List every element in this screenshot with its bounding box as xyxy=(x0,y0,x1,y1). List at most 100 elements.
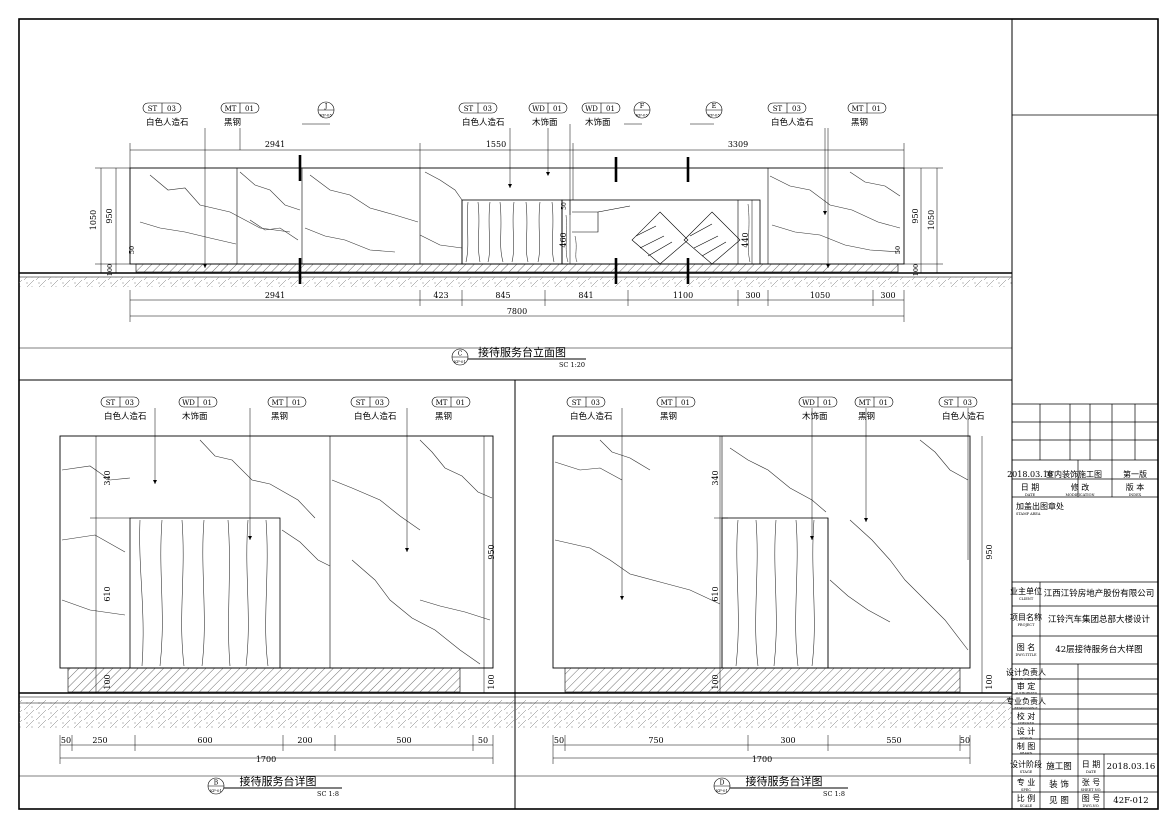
tb-date-value: 2018.03.16 xyxy=(1107,762,1156,772)
dimension-top: 2941 xyxy=(265,140,285,149)
rev-header-desc-en: MODIFICATION xyxy=(1065,493,1094,497)
tb-dwgno-label: 图 号 xyxy=(1082,794,1101,803)
elevation-counter-outline xyxy=(129,167,905,265)
sheet-border xyxy=(18,18,1159,810)
material-label: 黑钢 xyxy=(851,117,868,128)
dimension-height: 950 xyxy=(105,208,114,223)
rev-header-desc: 修 改 xyxy=(1071,482,1090,492)
material-label: 白色人造石 xyxy=(570,411,613,422)
view-title: 接待服务台详图 xyxy=(746,774,823,788)
tb-discipline-value: 装 饰 xyxy=(1049,779,1069,790)
rev-header-date-en: DATE xyxy=(1025,493,1035,497)
tb-role-label-en: RESPONSIBLE xyxy=(1014,706,1037,710)
material-code: WD xyxy=(802,399,815,407)
view-ref-sheet: KF-01 xyxy=(454,359,466,364)
view-title: 接待服务台立面图 xyxy=(478,345,566,359)
dimension-height: 950 xyxy=(911,208,920,223)
dimension-bottom: 600 xyxy=(197,736,212,745)
dimension-bottom: 50 xyxy=(960,736,970,745)
tb-field-label: 业主单位 xyxy=(1010,586,1042,596)
dimension-inner: 460 xyxy=(559,232,568,247)
detail-d-floor xyxy=(515,700,1012,728)
tb-discipline-label-en: SPEC xyxy=(1021,788,1031,792)
section-ref-num: KF-05 xyxy=(320,113,332,118)
material-code: MT xyxy=(225,105,237,113)
dimension-total: 1700 xyxy=(752,755,772,764)
section-ref-num: KF-05 xyxy=(636,113,648,118)
material-label: 木饰面 xyxy=(802,411,828,422)
detail-b-wood-panel xyxy=(129,517,281,669)
dimension-bottom: 750 xyxy=(648,736,663,745)
tb-field-label-en: CLIENT xyxy=(1019,597,1034,601)
material-tag: MT 01 黑钢 xyxy=(220,102,260,128)
material-code: MT xyxy=(272,399,284,407)
section-ref-num: KF-05 xyxy=(708,113,720,118)
dimension-height: 100 xyxy=(711,674,720,689)
dimension-inner: 50 xyxy=(561,202,568,210)
material-num: 03 xyxy=(483,105,492,113)
tb-role-label-en: DRAWN xyxy=(1020,751,1033,755)
view-scale: SC 1:8 xyxy=(317,790,339,798)
tb-role-label-en: CHECKED xyxy=(1018,721,1035,725)
stamp-area-label-en: STAMP AREA xyxy=(1016,512,1041,516)
material-num: 01 xyxy=(245,105,254,113)
dimension-height: 50 xyxy=(128,246,136,254)
tb-sheet-label: 张 号 xyxy=(1082,778,1101,787)
material-num: 03 xyxy=(591,399,600,407)
view-ref-sheet: KF-01 xyxy=(210,788,222,793)
material-tag: JKF-05 xyxy=(317,101,335,119)
material-label: 黑钢 xyxy=(224,117,241,128)
view-scale: SC 1:20 xyxy=(559,361,585,369)
dimension-bottom: 300 xyxy=(780,736,795,745)
material-num: 03 xyxy=(167,105,176,113)
dimension-height: 1050 xyxy=(89,210,98,230)
elevation-steel-frame xyxy=(561,199,761,265)
material-num: 03 xyxy=(963,399,972,407)
dimension-bottom: 550 xyxy=(886,736,901,745)
dimension-height: 100 xyxy=(985,674,994,689)
dimension-height: 1050 xyxy=(927,210,936,230)
detail-d-view xyxy=(515,408,1012,764)
elevation-wood-block xyxy=(461,199,563,265)
material-tag: MT 01 黑钢 xyxy=(847,102,887,128)
tb-field-value: 江西江铃房地产股份有限公司 xyxy=(1044,588,1155,599)
dimension-bottom: 50 xyxy=(61,736,71,745)
dimension-height: 610 xyxy=(103,586,112,601)
dimension-bottom: 200 xyxy=(297,736,312,745)
tb-field-value: 江铃汽车集团总部大楼设计 xyxy=(1048,614,1151,625)
tb-stage-label-en: STAGE xyxy=(1020,770,1033,774)
material-code: MT xyxy=(852,105,864,113)
title-block-grid xyxy=(1012,114,1159,809)
tb-field-label: 项目名称 xyxy=(1010,612,1042,622)
material-code: ST xyxy=(356,399,366,407)
detail-b-plinth xyxy=(67,667,461,693)
tb-role-label: 设计负责人 xyxy=(1006,667,1046,677)
tb-date-label: 日 期 xyxy=(1082,760,1101,769)
material-label: 木饰面 xyxy=(182,411,208,422)
material-label: 黑钢 xyxy=(435,411,452,422)
dimension-top: 3309 xyxy=(728,140,748,149)
material-code: ST xyxy=(773,105,783,113)
material-num: 01 xyxy=(203,399,212,407)
dimension-bottom: 841 xyxy=(578,291,593,300)
dimension-bottom: 50 xyxy=(478,736,488,745)
tb-stage-value: 施工图 xyxy=(1046,761,1072,772)
dimension-total: 7800 xyxy=(507,307,527,316)
revision-date: 2018.03.16 xyxy=(1007,470,1053,479)
dimension-height: 100 xyxy=(106,264,114,276)
elevation-floor-slab xyxy=(19,277,1012,287)
dimension-bottom: 423 xyxy=(433,291,448,300)
rev-header-ver-en: INDEX xyxy=(1129,493,1142,497)
dimension-bottom: 50 xyxy=(554,736,564,745)
revision-desc: 室内装饰施工图 xyxy=(1046,469,1102,479)
detail-b-view xyxy=(19,408,515,764)
material-num: 01 xyxy=(872,105,881,113)
